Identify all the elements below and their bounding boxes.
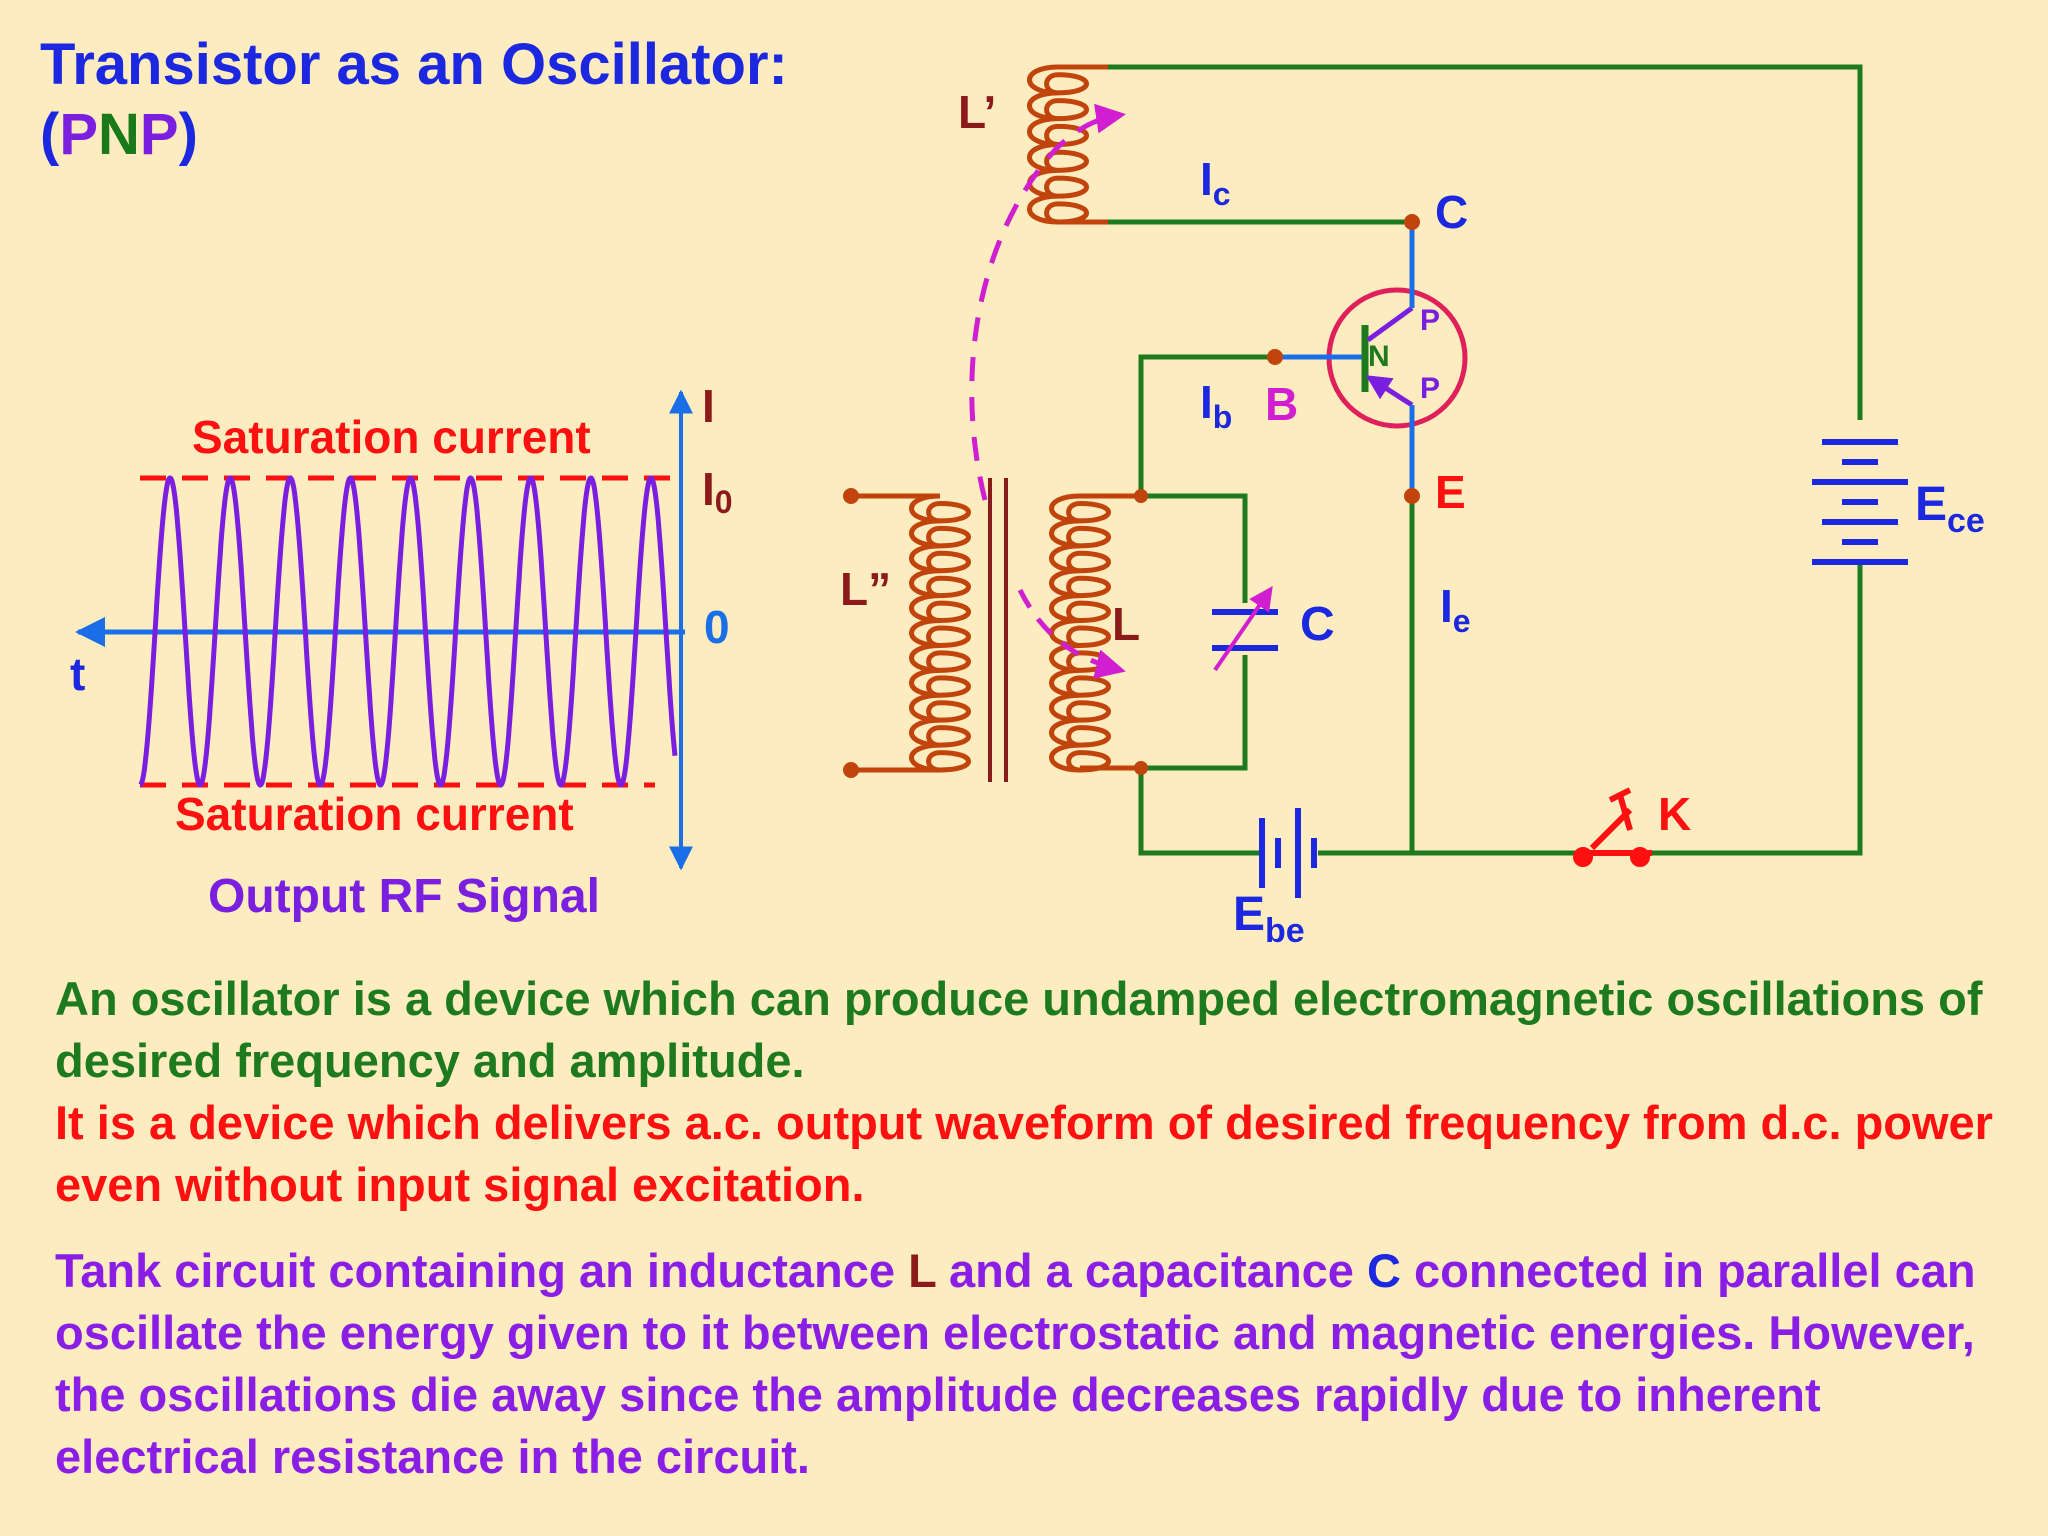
battery-ebe [1259, 808, 1318, 898]
axis-label-i: I [702, 380, 715, 432]
title-close: ) [178, 102, 198, 167]
paragraph-dc-to-ac: It is a device which delivers a.c. outpu… [55, 1096, 1993, 1211]
axis-label-i0: I0 [702, 463, 733, 520]
paragraph-tank-circuit: Tank circuit containing an inductance L … [55, 1244, 1976, 1483]
label-l: L [1112, 598, 1140, 650]
key-switch [1573, 787, 1652, 867]
label-ib: Ib [1200, 376, 1232, 435]
title-open: ( [40, 102, 60, 167]
label-ebe: Ebe [1233, 888, 1305, 950]
signal-caption: Output RF Signal [208, 870, 600, 923]
title-p1: P [59, 102, 99, 167]
variable-capacitor [1212, 586, 1278, 672]
title-line1: Transistor as an Oscillator: [40, 32, 788, 97]
label-l-prime: L’ [958, 86, 996, 138]
label-n: N [1368, 340, 1390, 373]
label-emitter-e: E [1435, 466, 1466, 518]
label-p-top: P [1420, 304, 1440, 337]
coupling-arrow-lower [1017, 588, 1126, 679]
label-ie: Ie [1440, 580, 1471, 639]
label-base-b: B [1265, 378, 1298, 430]
label-p-bottom: P [1420, 372, 1440, 405]
label-collector-c: C [1435, 186, 1468, 238]
label-ece: Ece [1915, 478, 1985, 540]
oscillator-circuit: L’ L” L C [840, 64, 1985, 950]
rf-sine-wave [138, 475, 678, 788]
coupling-arrow-upper [969, 103, 1126, 501]
slide-title: Transistor as an Oscillator: (PNP) [40, 30, 788, 170]
label-l-double-prime: L” [840, 563, 891, 615]
label-k: K [1658, 788, 1691, 840]
title-n: N [98, 102, 140, 167]
battery-ece [1812, 420, 1908, 565]
axis-label-zero: 0 [704, 601, 730, 653]
label-ic: Ic [1200, 153, 1231, 212]
paragraph-definition: An oscillator is a device which can prod… [55, 972, 1983, 1087]
rf-signal-graph: Saturation current Saturation current I … [70, 380, 733, 923]
title-p2: P [139, 102, 179, 167]
label-capacitor-c: C [1300, 598, 1335, 651]
saturation-label-top: Saturation current [192, 411, 591, 463]
transformer [843, 478, 1141, 782]
axis-label-t: t [70, 648, 85, 700]
oscillator-diagram: Saturation current Saturation current I … [70, 64, 1985, 950]
coil-l-prime [1027, 64, 1108, 225]
pnp-transistor [1134, 214, 1468, 775]
saturation-label-bottom: Saturation current [175, 788, 574, 840]
